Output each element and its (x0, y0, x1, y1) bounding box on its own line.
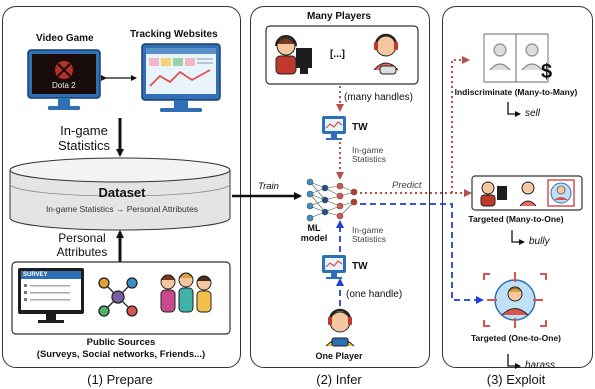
profile-book-icon (483, 33, 549, 83)
harass-label: harass (525, 360, 556, 371)
infer-caption: (2) Infer (316, 372, 362, 387)
one-handle-label: (one handle) (346, 289, 403, 300)
public-sources-label: Public Sources (Surveys, Social networks… (37, 338, 205, 359)
targeted-many-one-label: Targeted (Many-to-One) (468, 214, 564, 224)
ml-model-label: ML model (300, 223, 328, 244)
exploit-caption: (3) Exploit (486, 372, 546, 387)
ingame-top-line2: Statistics (352, 154, 387, 165)
ingame-top-line1: In-game (352, 145, 384, 155)
target-person-icon (483, 272, 547, 328)
tracking-websites-monitor-icon (141, 43, 221, 112)
tw-bottom-monitor-icon (322, 255, 346, 279)
sell-label: sell (525, 108, 541, 119)
dataset-cylinder (9, 157, 231, 231)
tracking-websites-label: Tracking Websites (130, 29, 218, 40)
tw-bottom-label: TW (352, 261, 368, 272)
indiscriminate-label: Indiscriminate (Many-to-Many) (454, 87, 578, 97)
bully-arrow (511, 230, 525, 245)
ml-label-line1: ML (307, 223, 321, 233)
dataset-title: Dataset (98, 185, 146, 200)
ml-label-line2: model (300, 232, 328, 243)
many-to-one-players-icon (480, 179, 575, 207)
ingame-bottom-line2: Statistics (352, 234, 387, 245)
bully-label: bully (529, 236, 550, 247)
personal-attributes-label: Personal Attributes (57, 232, 108, 258)
dollar-sign: $ (541, 61, 553, 83)
public-sources-line2: (Surveys, Social networks, Friends...) (36, 348, 206, 360)
targeted-one-one-label: Targeted (One-to-One) (470, 333, 562, 343)
public-sources-line1: Public Sources (86, 337, 156, 348)
one-player-icon (325, 308, 355, 347)
many-players-title: Many Players (307, 11, 371, 22)
tw-top-label: TW (352, 122, 368, 133)
one-handle-to-one-arrow (360, 203, 484, 304)
survey-monitor-icon (18, 268, 84, 323)
video-game-label: Video Game (36, 33, 94, 44)
dataset-subtitle: In-game Statistics → Personal Attributes (45, 204, 199, 214)
ingame-bottom-label: In-game Statistics (352, 225, 387, 245)
personal-attr-line2: Attributes (56, 245, 108, 259)
gamer-icon (275, 35, 312, 75)
predict-label: Predict (392, 180, 422, 191)
predict-to-indiscriminate-arrow (451, 56, 470, 193)
social-network-icon (98, 277, 138, 317)
ingame-stats-line1: In-game (60, 123, 108, 138)
ingame-stats-label: In-game Statistics (58, 124, 110, 152)
personal-attr-line1: Personal (58, 231, 106, 245)
ingame-top-label: In-game Statistics (352, 145, 387, 165)
video-game-monitor-icon (27, 49, 101, 110)
train-label: Train (258, 181, 279, 192)
friends-icon (160, 272, 212, 313)
ml-model-icon (306, 178, 358, 222)
harass-arrow (507, 354, 521, 369)
game-screen-text: Dota 2 (52, 81, 76, 90)
anonymous-player-icon (373, 33, 399, 75)
sell-arrow (507, 102, 521, 117)
survey-text: SURVEY (23, 272, 48, 278)
ingame-stats-line2: Statistics (57, 138, 111, 153)
tw-top-monitor-icon (322, 116, 346, 140)
prepare-caption: (1) Prepare (87, 372, 153, 387)
ellipsis-label: [...] (330, 49, 345, 60)
one-player-label: One Player (315, 351, 363, 361)
ingame-bottom-line1: In-game (352, 225, 384, 235)
many-handles-label: (many handles) (344, 92, 413, 103)
